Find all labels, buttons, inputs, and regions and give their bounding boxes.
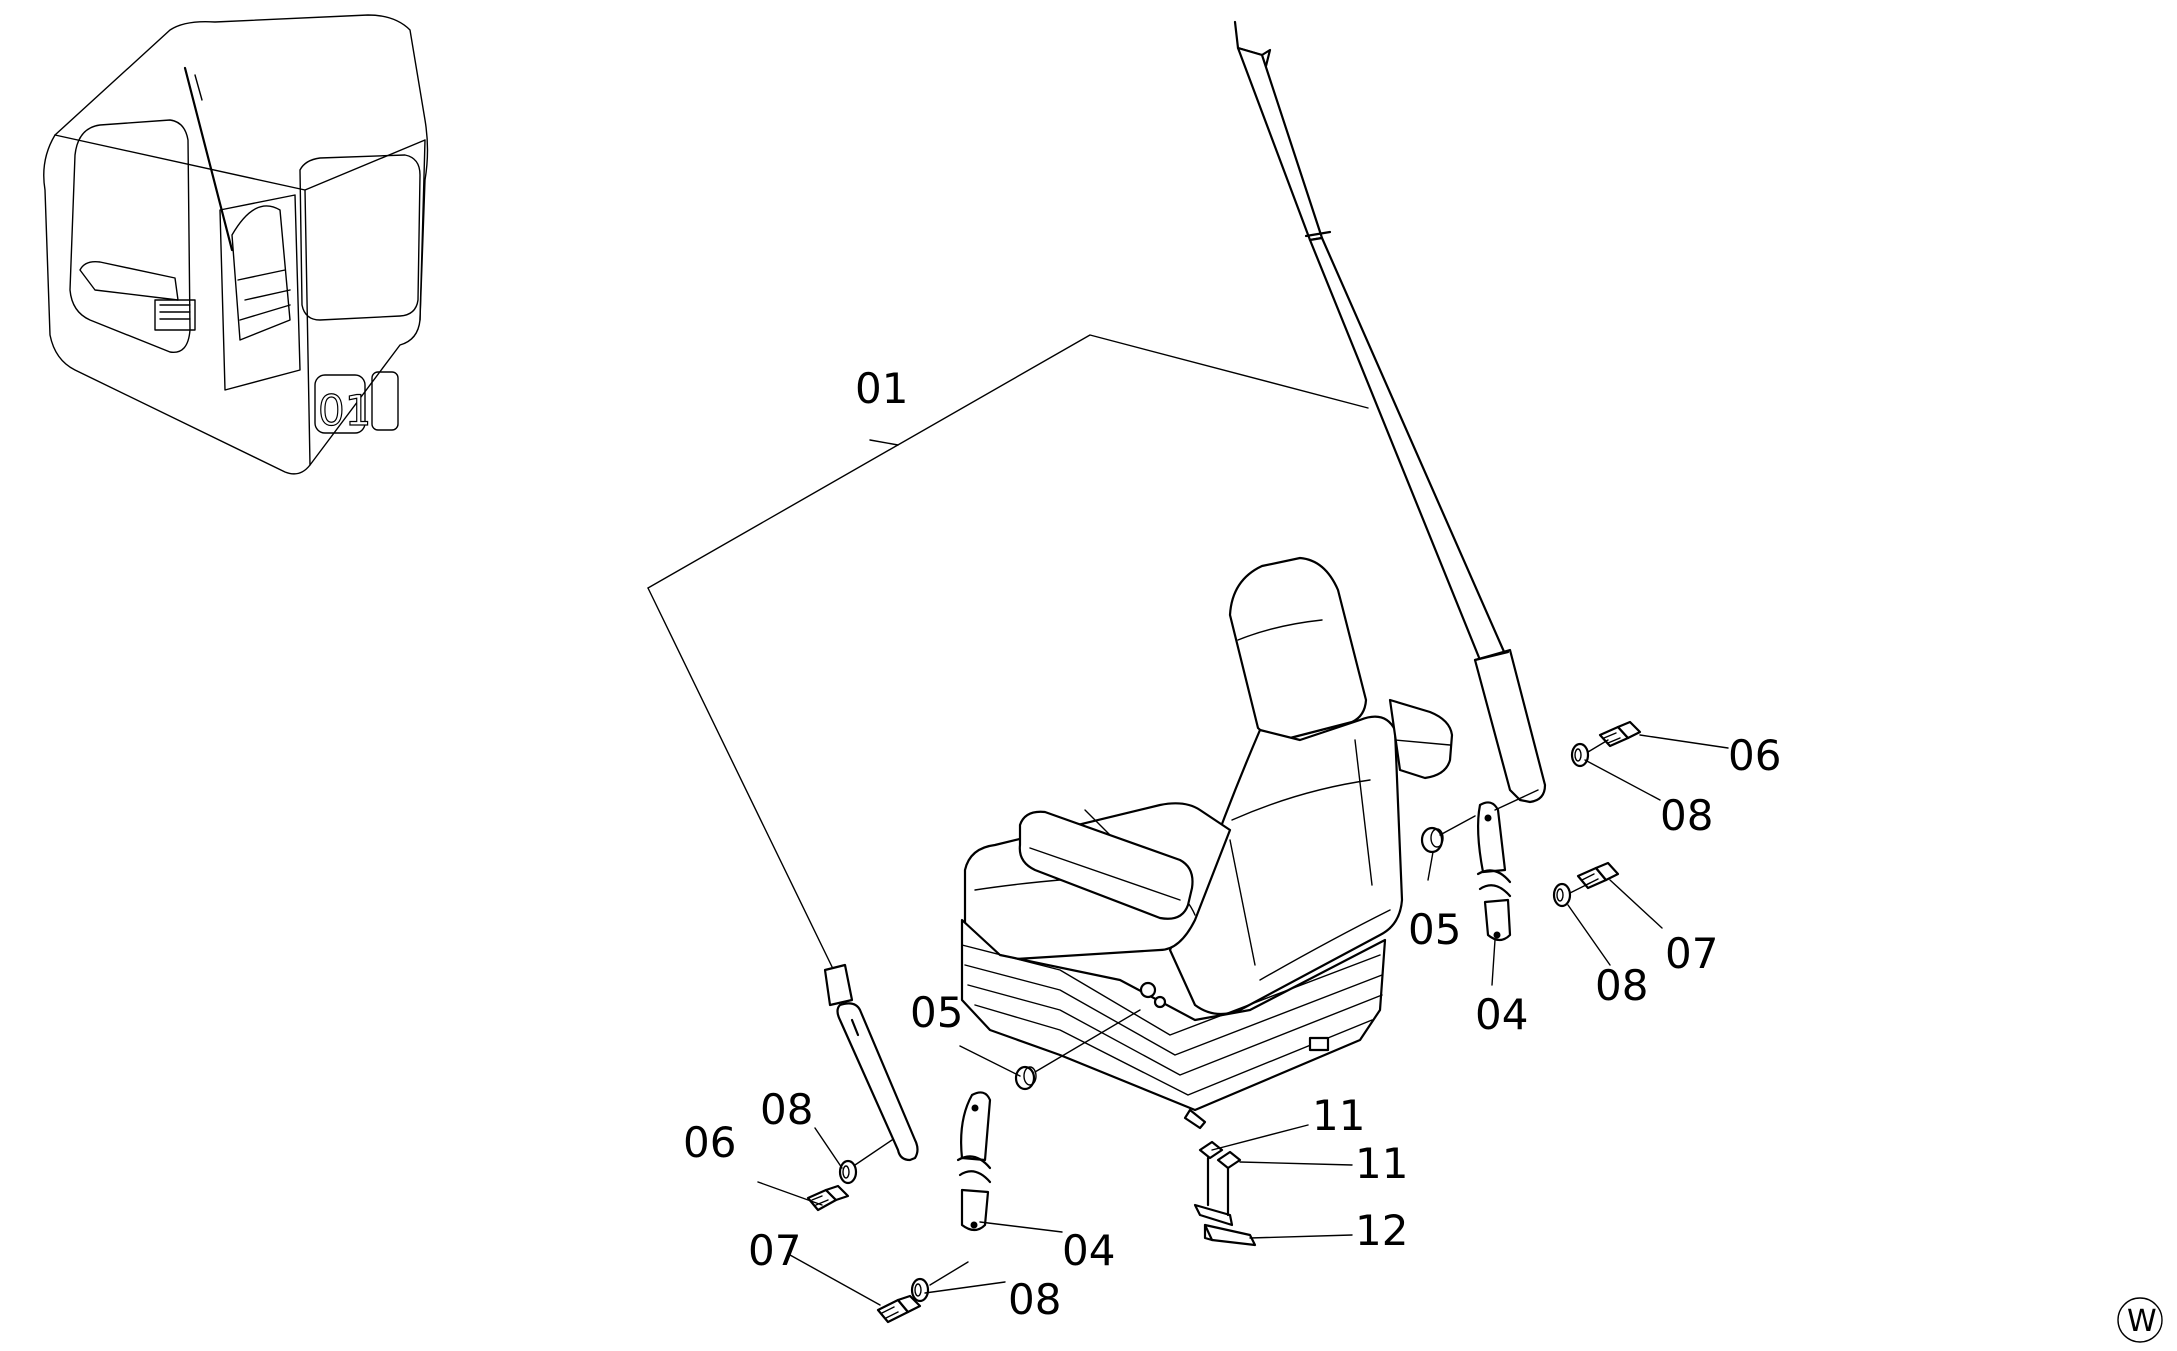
label-05-right: 05 (1408, 905, 1461, 954)
left-buckle-strap (823, 963, 919, 1162)
bolt-07-left (876, 1294, 922, 1324)
label-01: 01 (855, 364, 908, 413)
label-11-upper: 11 (1312, 1091, 1365, 1140)
label-07-left: 07 (748, 1226, 801, 1275)
belt-tongue-04-right (1476, 801, 1512, 942)
cab-side-window (69, 119, 191, 354)
washer-08-b (910, 1277, 930, 1303)
operator-seat (960, 556, 1454, 1130)
watermark-circle: W (2117, 1297, 2163, 1343)
bolt-11-lower (1216, 1150, 1242, 1217)
cab-marker-text: 01 (318, 386, 371, 435)
label-11-lower: 11 (1355, 1139, 1408, 1188)
spacer-05-right (1420, 826, 1444, 854)
cab-rear-window (299, 154, 421, 321)
seat-armrest-left (1018, 810, 1194, 920)
bolt-11-upper (1198, 1140, 1224, 1207)
label-06-left: 06 (683, 1118, 736, 1167)
label-05-left: 05 (910, 988, 963, 1037)
cab-door-opening (219, 194, 301, 391)
washer-08-c (1570, 742, 1590, 768)
label-12: 12 (1355, 1206, 1408, 1255)
shoulder-belt (1233, 20, 1547, 804)
seat-suspension (960, 918, 1387, 1112)
part-labels: 01 05 05 06 06 07 07 08 08 08 08 04 04 1… (683, 364, 1781, 1324)
label-06-right: 06 (1728, 731, 1781, 780)
label-08-a: 08 (760, 1085, 813, 1134)
label-08-b: 08 (1008, 1275, 1061, 1324)
label-07-right: 07 (1665, 929, 1718, 978)
label-04-right: 04 (1475, 990, 1528, 1039)
belt-tongue-04-left (956, 1091, 992, 1232)
label-08-d: 08 (1595, 961, 1648, 1010)
bolt-06-left (806, 1184, 850, 1212)
cab-seat-miniature (231, 205, 291, 341)
cab-marker-box: 01 (314, 371, 399, 436)
label-04-left: 04 (1062, 1226, 1115, 1275)
assembly-bracket-01 (647, 334, 1369, 976)
washer-08-d (1552, 882, 1572, 908)
cab-locator-inset: 01 (43, 14, 429, 475)
label-08-c: 08 (1660, 791, 1713, 840)
watermark-letter: W (2127, 1304, 2157, 1339)
bolt-06-right (1598, 720, 1642, 748)
seat-headrest (1228, 556, 1368, 740)
spacer-05-left (1014, 1065, 1037, 1091)
leader-lines (757, 734, 1729, 1306)
cab-belt-miniature (183, 66, 234, 252)
seat-armrest-right (1388, 698, 1454, 780)
bolt-07-right (1576, 861, 1620, 890)
washer-08-a (838, 1159, 858, 1185)
seat-backrest (1168, 715, 1404, 1016)
bracket-12 (1193, 1203, 1257, 1247)
